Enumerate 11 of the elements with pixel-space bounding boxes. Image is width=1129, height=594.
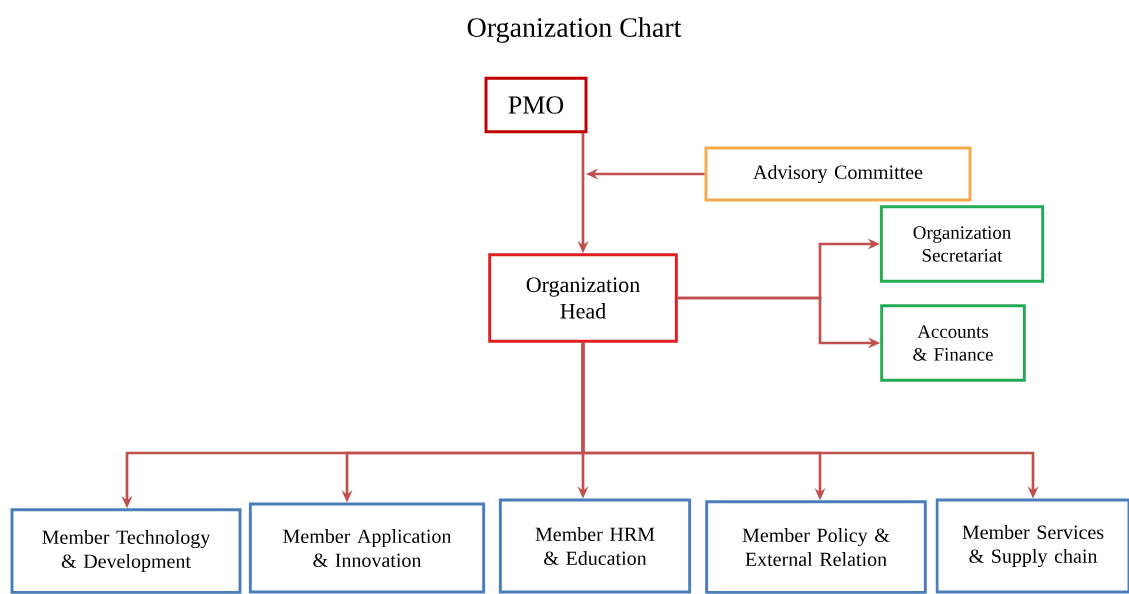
org-box: Member Technology & Development — [10, 508, 242, 594]
org-box: Member Policy & External Relation — [705, 500, 927, 594]
org-box: Advisory Committee — [704, 146, 972, 202]
org-box: Organization Head — [488, 253, 678, 343]
org-box: Accounts & Finance — [880, 304, 1026, 382]
org-box: PMO — [484, 76, 588, 134]
org-box: Member HRM & Education — [498, 498, 692, 594]
org-box: Member Application & Innovation — [248, 502, 486, 594]
org-box: Member Services & Supply chain — [935, 498, 1129, 594]
title: Organization Chart — [467, 17, 682, 43]
org-box: Organization Secretariat — [879, 205, 1045, 283]
